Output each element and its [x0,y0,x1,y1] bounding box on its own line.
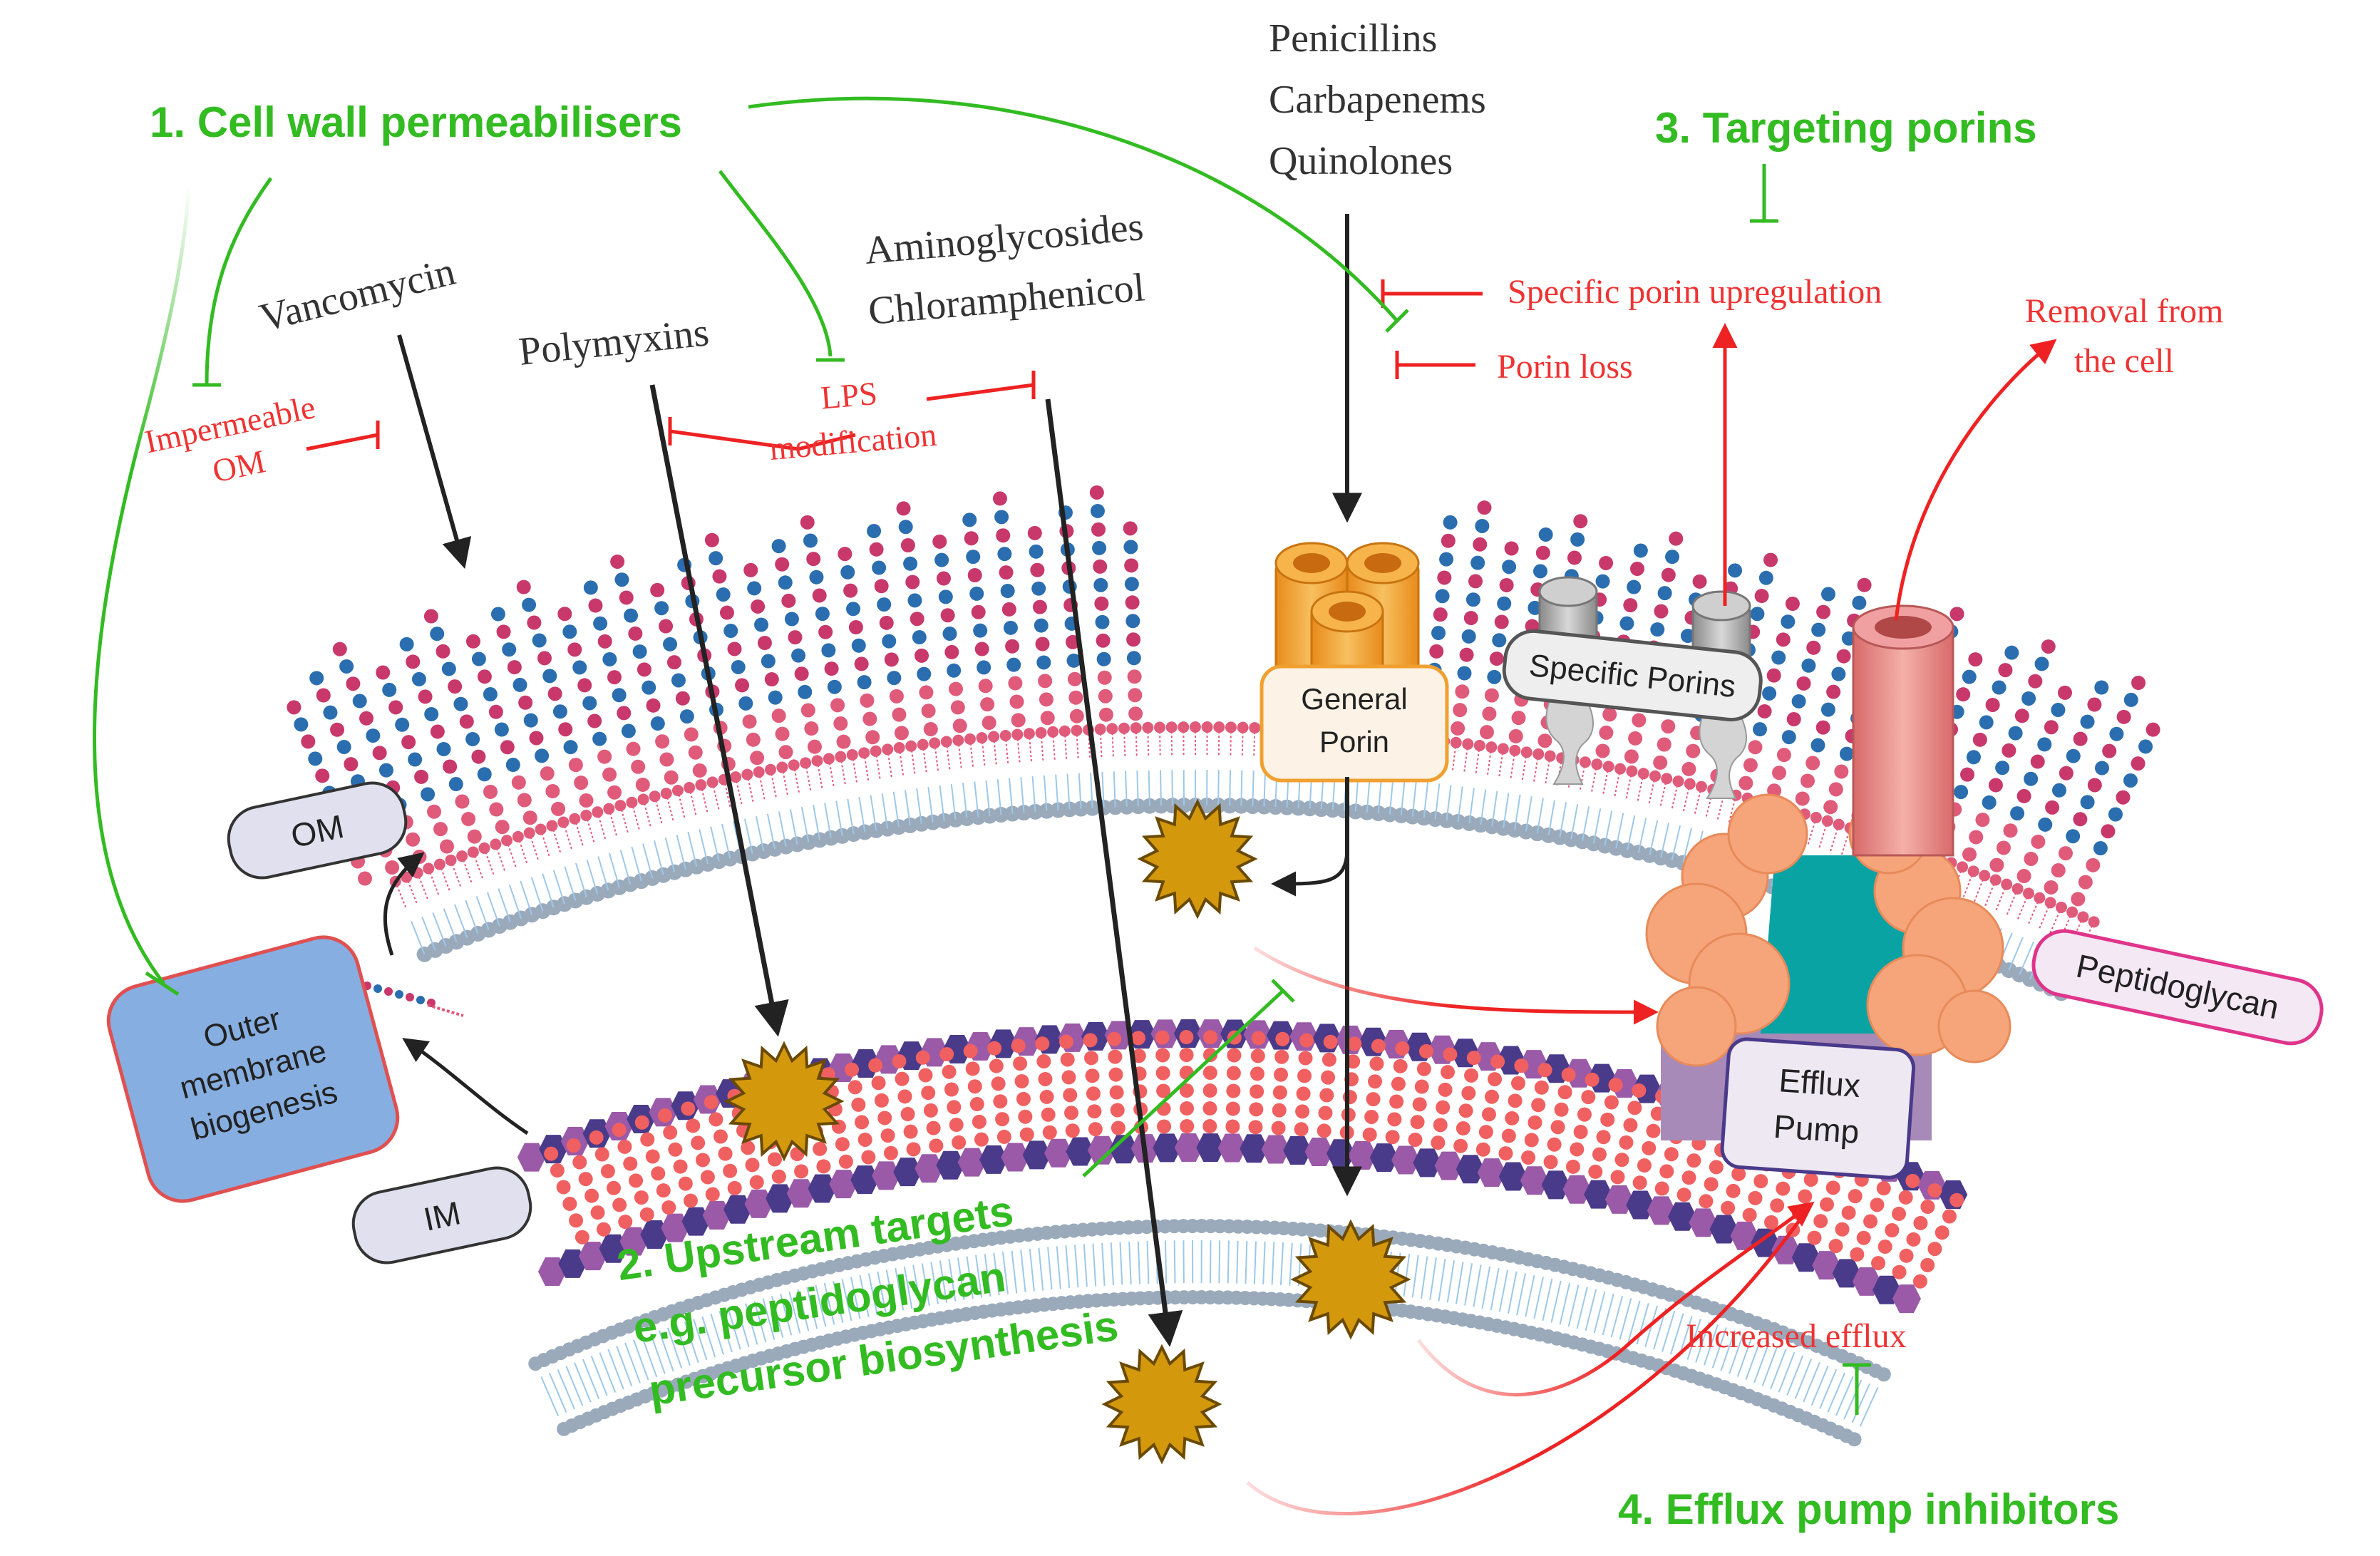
efflux-pump-label: Efflux Pump [1720,1037,1916,1180]
label-quinolones: Quinolones [1269,139,1453,183]
label-polymyxins: Polymyxins [517,310,711,374]
resistance-arrows [1246,323,2057,1515]
antibiotic-entry-arrows [383,214,1362,1347]
svg-text:IM: IM [421,1194,464,1237]
om-label: OM [227,781,408,880]
strategy-inhibition-icons [93,96,1871,1415]
outer-membrane-biogenesis-box: Outer membrane biogenesis [106,935,400,1203]
label-removal-from-cell-1: Removal from [2025,292,2224,330]
label-removal-from-cell-2: the cell [2074,342,2174,380]
drug-molecules [723,798,1411,1465]
label-carbapenems: Carbapenems [1269,78,1486,122]
svg-text:Efflux: Efflux [1778,1061,1862,1104]
svg-text:modification: modification [768,416,938,467]
label-penicillins: Penicillins [1269,16,1437,61]
strategy-targeting-porins: 3. Targeting porins [1655,104,2037,152]
label-aminoglycosides: Aminoglycosides [863,205,1145,273]
label-increased-efflux: Increased efflux [1686,1317,1907,1355]
label-vancomycin: Vancomycin [255,249,460,341]
resistance-inhibition-icons [306,279,1483,451]
general-porin-label: General Porin [1259,664,1449,783]
general-porin-icon [1274,542,1420,693]
strategy-cell-wall-permeabilisers: 1. Cell wall permeabilisers [150,98,682,146]
im-label: IM [351,1166,532,1264]
peptidoglycan-label: Peptidoglycan [2031,929,2324,1046]
drug-starburst-icon [1101,1344,1222,1465]
drug-starburst-icon [1137,798,1258,919]
label-impermeable-om: Impermeable OM [142,388,319,490]
strategy-efflux-pump-inhibitors: 4. Efflux pump inhibitors [1618,1485,2119,1533]
svg-text:Pump: Pump [1773,1108,1861,1150]
label-specific-porin-upregulation: Specific porin upregulation [1508,273,1882,311]
drug-starburst-icon [1290,1219,1411,1340]
drug-starburst-icon [723,1041,845,1162]
svg-text:OM: OM [210,443,269,489]
specific-porins-label: Specific Porins [1502,629,1763,722]
label-lps-modification: LPS modification [768,375,938,467]
svg-text:General: General [1301,682,1407,716]
label-chloramphenicol: Chloramphenicol [867,265,1147,334]
label-porin-loss: Porin loss [1497,348,1633,386]
svg-text:Porin: Porin [1319,725,1389,758]
svg-text:LPS: LPS [819,375,878,416]
